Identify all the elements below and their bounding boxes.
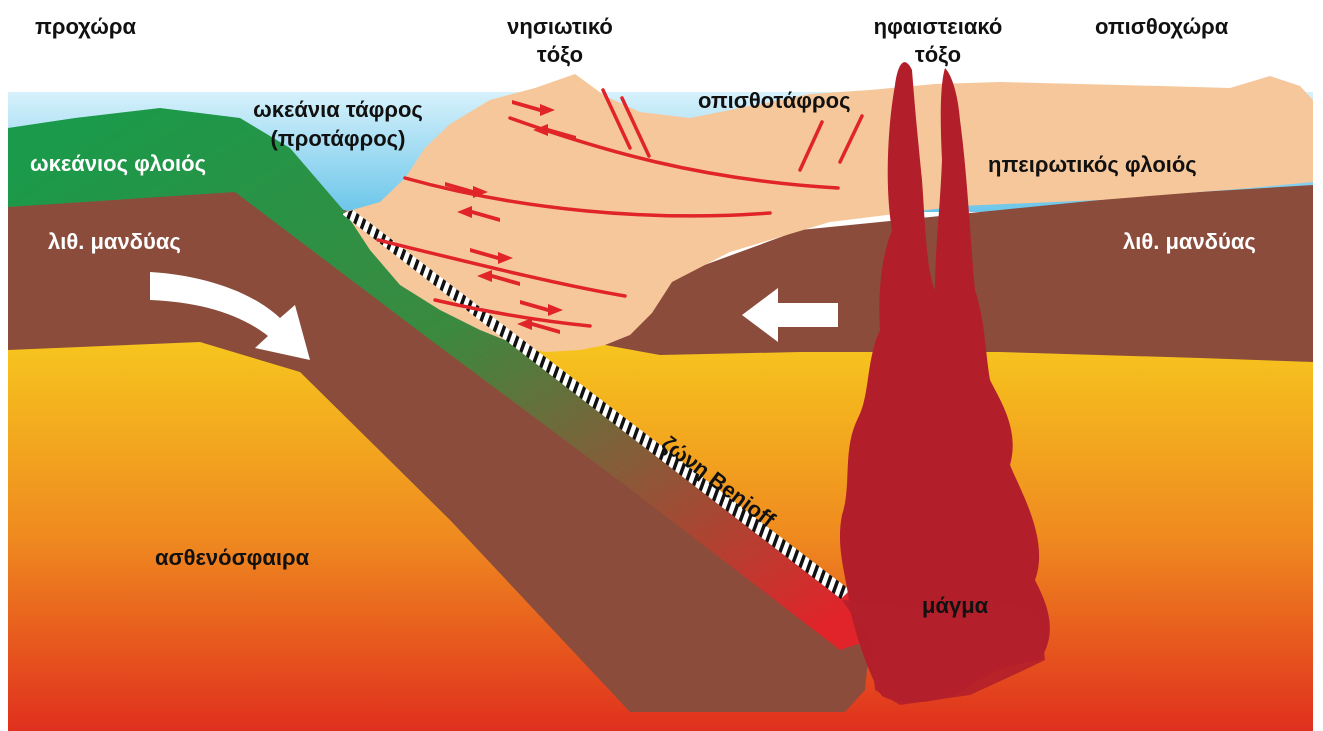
volcanic-arc-label-line1: ηφαιστειακό bbox=[874, 14, 1003, 39]
oceanic-trench-label-line2: (προτάφρος) bbox=[271, 126, 406, 151]
volcanic-arc-label-line2: τόξο bbox=[915, 42, 961, 67]
oceanic-crust-label: ωκεάνιος φλοιός bbox=[30, 151, 206, 176]
oceanic-trench-label-line1: ωκεάνια τάφρος bbox=[253, 97, 423, 122]
lithospheric-mantle-left-label: λιθ. μανδύας bbox=[48, 229, 181, 254]
asthenosphere-label: ασθενόσφαιρα bbox=[155, 545, 310, 570]
island-arc-label-line1: νησιωτικό bbox=[507, 14, 613, 39]
foreland-label: προχώρα bbox=[35, 14, 136, 39]
island-arc-label-line2: τόξο bbox=[537, 42, 583, 67]
continental-crust-label: ηπειρωτικός φλοιός bbox=[988, 152, 1197, 177]
backland-label: οπισθοχώρα bbox=[1095, 14, 1229, 39]
back-trench-label: οπισθοτάφρος bbox=[698, 88, 851, 113]
magma-label: μάγμα bbox=[922, 593, 989, 618]
lithospheric-mantle-right-label: λιθ. μανδύας bbox=[1123, 229, 1256, 254]
